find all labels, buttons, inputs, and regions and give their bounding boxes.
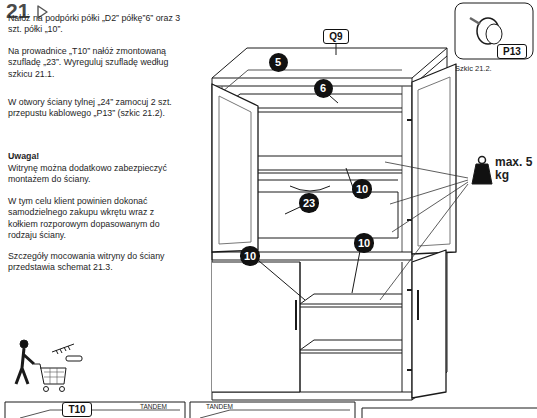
right-glass-door [412, 64, 456, 254]
cart-grid [44, 368, 64, 384]
part-name: TANDEM [140, 403, 167, 411]
callout-number: 23 [299, 193, 318, 212]
sketch-caption: Szkic 21.2. [455, 63, 492, 74]
handle [417, 290, 419, 320]
instruction-text: W tym celu klient powinien dokonać samod… [8, 196, 184, 241]
instruction-text: Szczegóły mocowania witryny do ściany pr… [8, 251, 184, 274]
load-leaders [380, 162, 468, 300]
node-text: 10 [356, 183, 368, 195]
weight-ring [479, 157, 486, 164]
shelf-10-lower-b [300, 340, 402, 353]
right-glass [418, 77, 450, 246]
instruction-text: Witrynę można dodatkowo zabezpieczyć mon… [8, 163, 180, 186]
screw [52, 344, 74, 354]
node-text: P13 [503, 46, 521, 57]
hinges [407, 120, 412, 370]
shelf-10-lower-a [300, 294, 402, 307]
callout-number: 10 [354, 233, 373, 252]
node-text: T10 [68, 404, 85, 415]
instruction-text: Na prowadnice „T10” nałóż zmontowaną szu… [8, 46, 176, 80]
callout-number: 6 [314, 79, 333, 98]
callout-number: 10 [240, 246, 259, 265]
person-body [16, 348, 34, 384]
instruction-text: W otwory ściany tylnej „24” zamocuj 2 sz… [8, 97, 180, 120]
sketch-frame [362, 408, 537, 418]
callout-number: 10 [352, 179, 371, 198]
node-text: 6 [320, 82, 326, 94]
top-panel [212, 48, 447, 78]
cart-wheel [60, 387, 65, 392]
weight-icon [472, 164, 492, 184]
leader-6 [330, 96, 338, 103]
lower-left-door [212, 262, 300, 392]
node-text: 10 [244, 250, 256, 262]
left-glass-door [212, 84, 258, 252]
warning-heading: Uwaga! [8, 151, 39, 162]
right-lower-door [412, 250, 446, 398]
instruction-text: Nałóż na podpórki półki „D2” półkę”6” or… [8, 13, 186, 36]
node-text: Q9 [329, 31, 342, 42]
part-code-box: P13 [497, 44, 527, 59]
insert-arrow [470, 18, 480, 24]
lower-sides [300, 262, 402, 392]
cart [34, 364, 66, 384]
leader-23 [285, 207, 300, 214]
part-name: TANDEM [206, 403, 233, 411]
left-glass [219, 96, 251, 244]
node-text: 23 [303, 197, 315, 209]
leader-10 [259, 261, 305, 300]
load-limit: max. 5 kg [495, 156, 533, 182]
cart-wheel [44, 387, 49, 392]
part-code-box: Q9 [323, 29, 349, 44]
part-code-box: T10 [62, 402, 92, 417]
handle [295, 300, 297, 330]
sketch-frame [455, 3, 533, 59]
leader-q9 [336, 44, 337, 55]
wall-plug [66, 356, 82, 361]
node-text: 10 [358, 237, 370, 249]
node-text: 5 [275, 56, 281, 68]
callout-number: 5 [269, 53, 288, 72]
person-head [20, 340, 28, 348]
drawer-grip [290, 186, 330, 191]
leader-10 [352, 251, 360, 293]
grommet-cap [486, 24, 502, 44]
